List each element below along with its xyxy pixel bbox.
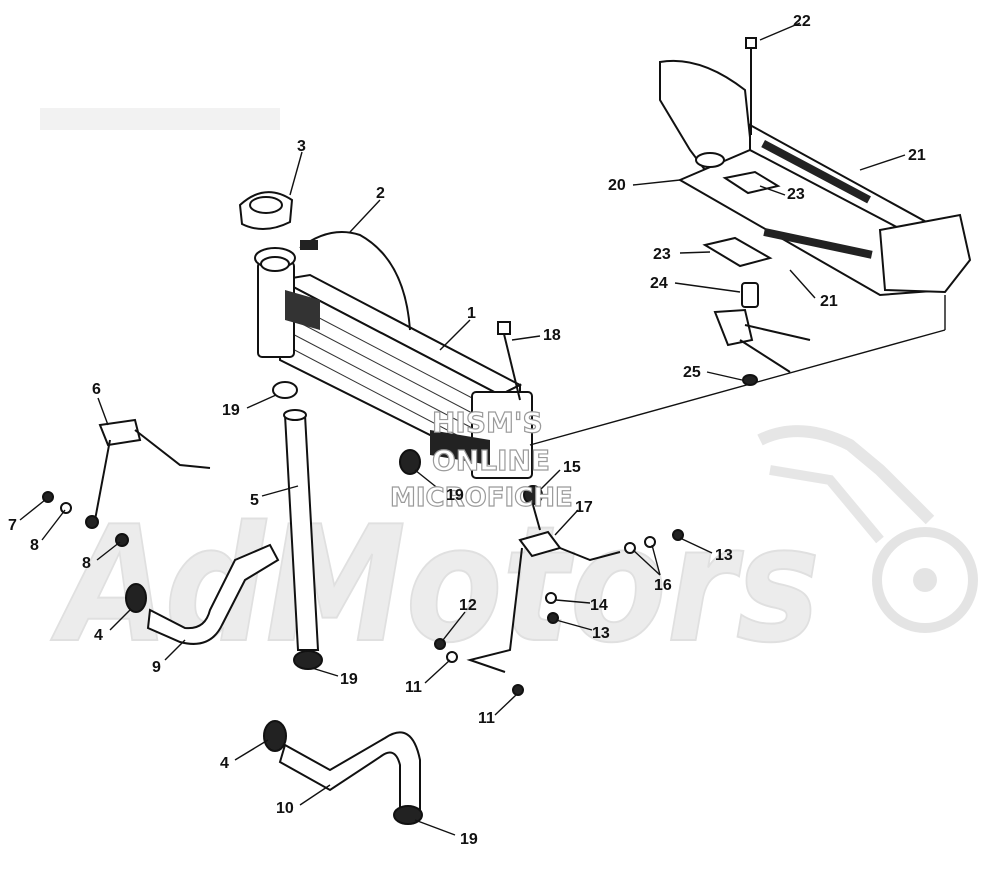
watermark: HISM'S ONLINE MICROFICHE — [389, 405, 573, 513]
watermark-line-1: HISM'S — [432, 406, 543, 439]
radiator-hose-10 — [263, 720, 423, 825]
callout-21a: 21 — [908, 147, 926, 164]
radiator-cap — [238, 191, 296, 272]
watermark-line-2: ONLINE — [432, 444, 550, 477]
hose-clamp — [399, 449, 421, 475]
spacer-24 — [741, 282, 759, 308]
callout-4b: 4 — [220, 755, 229, 772]
callout-23b: 23 — [653, 246, 671, 263]
callout-16: 16 — [654, 577, 672, 594]
callout-6: 6 — [92, 381, 101, 398]
callout-19c: 19 — [340, 671, 358, 688]
callout-11a: 11 — [405, 679, 422, 696]
callout-19b: 19 — [446, 487, 464, 504]
callout-8a: 8 — [30, 537, 39, 554]
callout-14: 14 — [590, 597, 608, 614]
callout-21b: 21 — [820, 293, 838, 310]
callout-1: 1 — [467, 305, 476, 322]
plate-23 — [702, 236, 773, 268]
sensor-switch — [713, 308, 811, 386]
bolt-18 — [497, 321, 521, 401]
callout-20: 20 — [608, 177, 626, 194]
callout-11b: 11 — [478, 710, 495, 727]
radiator-hose-9 — [125, 543, 280, 645]
callout-19d: 19 — [460, 831, 478, 848]
overflow-tube — [299, 231, 411, 331]
callout-10: 10 — [276, 800, 294, 817]
callout-12: 12 — [459, 597, 477, 614]
radiator — [257, 261, 533, 479]
callout-7: 7 — [8, 517, 17, 534]
callout-9: 9 — [152, 659, 161, 676]
callout-4a: 4 — [94, 627, 103, 644]
radiator-hose-upper — [272, 381, 323, 670]
callout-2: 2 — [376, 185, 385, 202]
watermark-line-3: MICROFICHE — [390, 483, 573, 513]
bolt-22 — [745, 37, 757, 135]
callout-19a: 19 — [222, 402, 240, 419]
callout-13a: 13 — [715, 547, 733, 564]
callout-18: 18 — [543, 327, 561, 344]
callout-22: 22 — [793, 13, 811, 30]
watermark-brand: AdMotors — [50, 491, 820, 678]
overflow-fitting — [300, 240, 318, 250]
scan-smudge — [40, 108, 280, 130]
callout-5: 5 — [250, 492, 259, 509]
bracket-6 — [42, 418, 211, 547]
callout-24: 24 — [650, 275, 668, 292]
watermark-motorcycle — [757, 425, 978, 633]
callouts: 1 2 3 4 4 5 6 7 8 8 9 10 11 11 12 13 13 … — [8, 13, 926, 848]
mounting-bracket — [659, 59, 972, 297]
drain-tube — [434, 485, 684, 696]
callout-23a: 23 — [787, 186, 805, 203]
callout-8b: 8 — [82, 555, 91, 572]
leader-lines — [19, 22, 906, 836]
assembly-leader — [529, 329, 946, 446]
callout-15: 15 — [563, 459, 581, 476]
callout-13b: 13 — [592, 625, 610, 642]
callout-3: 3 — [297, 138, 306, 155]
callout-17: 17 — [575, 499, 593, 516]
callout-25: 25 — [683, 364, 701, 381]
